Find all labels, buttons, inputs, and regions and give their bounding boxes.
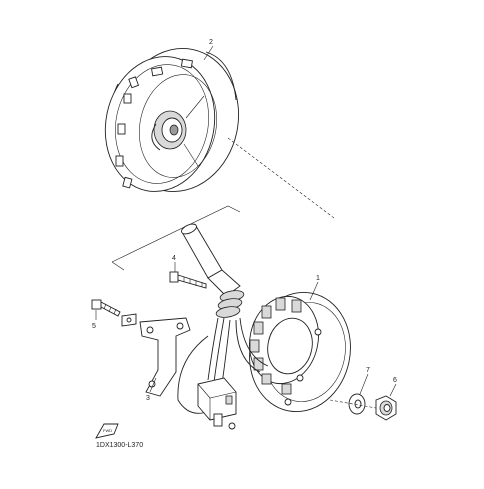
assembly-line [227,137,335,219]
fwd-arrow-icon: FWD [95,423,119,439]
fwd-label: FWD [103,428,112,433]
callout-3[interactable]: 3 [146,395,150,402]
callout-4[interactable]: 4 [172,255,176,262]
part-nut[interactable] [375,395,397,421]
leader-line [389,383,397,397]
wire-harness[interactable] [177,222,269,414]
part-screw-5[interactable] [91,299,137,327]
assembly-line-3 [111,261,125,271]
connector[interactable] [197,377,237,430]
part-stator[interactable] [239,283,362,421]
callout-5[interactable]: 5 [92,323,96,330]
part-rotor[interactable] [93,37,252,203]
callout-7[interactable]: 7 [366,367,370,374]
leader-line [149,377,157,393]
leader-line [203,45,214,61]
leader-line [359,373,369,395]
callout-2[interactable]: 2 [209,39,213,46]
callout-6[interactable]: 6 [393,377,397,384]
assembly-line-2 [111,205,241,263]
leader-line [309,281,319,301]
part-clamp[interactable] [139,317,191,397]
drawing-code: 1DX1300-L370 [96,442,144,449]
assembly-line-4 [329,399,377,409]
part-bolt-4[interactable] [169,271,207,289]
part-washer[interactable] [348,393,366,415]
callout-1[interactable]: 1 [316,275,320,282]
